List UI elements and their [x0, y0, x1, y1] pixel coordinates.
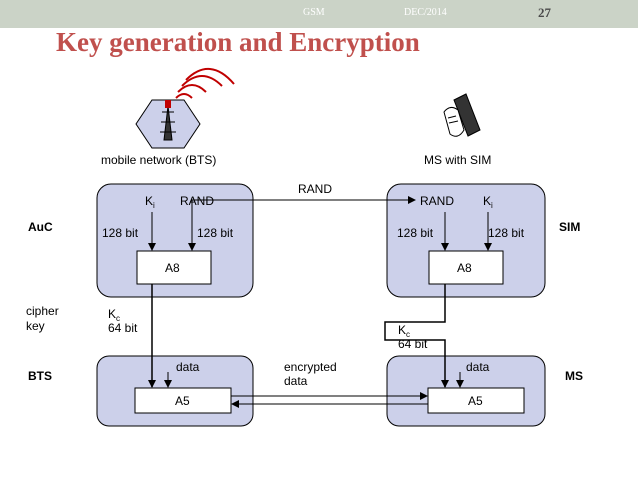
encrypted-label-line1: encrypted	[284, 360, 337, 374]
bts-data-label: data	[176, 360, 200, 374]
auc-label: AuC	[28, 220, 53, 234]
ms-caption: MS with SIM	[424, 153, 491, 167]
rand-link-label: RAND	[298, 182, 332, 196]
bts-label: BTS	[28, 369, 52, 383]
sim-ki: Ki	[483, 194, 493, 210]
auc-bits-left: 128 bit	[102, 226, 139, 240]
sim-bits-left: 128 bit	[397, 226, 434, 240]
page-number: 27	[538, 5, 551, 20]
network-caption: mobile network (BTS)	[101, 153, 216, 167]
auc-bits-right: 128 bit	[197, 226, 234, 240]
rand-link-arrow	[191, 196, 416, 212]
kc-right-label: Kc	[398, 323, 410, 339]
sim-bits-right: 128 bit	[488, 226, 525, 240]
slide-title: Key generation and Encryption	[56, 27, 420, 57]
auc-rand: RAND	[180, 194, 214, 208]
mobile-phone-icon	[443, 93, 481, 137]
ms-label: MS	[565, 369, 583, 383]
header-gsm: GSM	[303, 7, 325, 18]
auc-a8-box	[136, 250, 212, 285]
kc-right-bits: 64 bit	[398, 337, 428, 351]
auc-box	[96, 183, 254, 298]
bts-a5-label: A5	[175, 394, 190, 408]
sim-a8-box	[428, 250, 504, 285]
sim-a8-label: A8	[457, 261, 472, 275]
sim-box	[386, 183, 546, 298]
cipher-label: cipher	[26, 304, 59, 318]
header-date: DEC/2014	[404, 7, 447, 18]
key-label: key	[26, 319, 45, 333]
auc-a8-label: A8	[165, 261, 180, 275]
kc-left-label: Kc	[108, 307, 120, 323]
ms-a5-label: A5	[468, 394, 483, 408]
sim-rand: RAND	[420, 194, 454, 208]
encrypted-label-line2: data	[284, 374, 308, 388]
auc-ki: Ki	[145, 194, 155, 210]
header-bar: GSM DEC/2014 27	[0, 0, 638, 28]
ms-data-label: data	[466, 360, 490, 374]
ms-a5-box	[427, 387, 525, 414]
sim-label: SIM	[559, 220, 580, 234]
kc-right-arrow	[384, 284, 449, 388]
kc-left-bits: 64 bit	[108, 321, 138, 335]
cell-tower-icon	[135, 68, 235, 149]
